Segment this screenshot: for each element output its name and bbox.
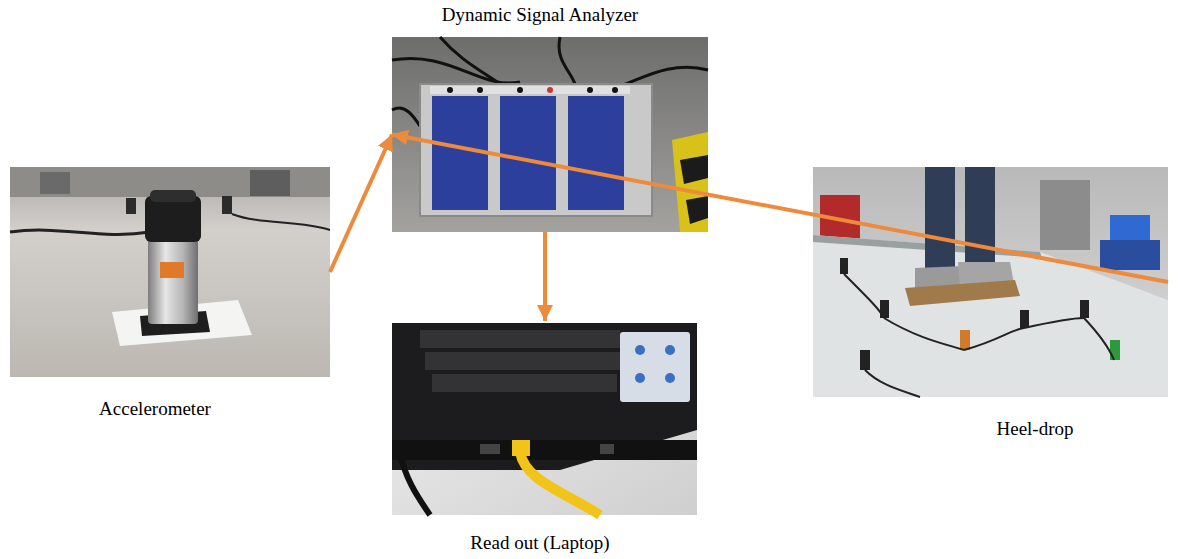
photo-ground: [813, 167, 1168, 397]
analyzer-frame: [420, 84, 652, 216]
flow-arrow: [543, 232, 547, 321]
power-cable: [400, 452, 430, 515]
sensor-cable: [10, 230, 150, 234]
leg: [925, 167, 955, 272]
sticker-icon: [665, 345, 675, 355]
sticker: [620, 332, 690, 402]
port: [480, 444, 500, 454]
connector-top: [150, 190, 196, 202]
connector: [612, 87, 618, 93]
sensor-label: [160, 262, 184, 278]
laptop-photo: [392, 323, 697, 515]
accelerometer-node: Accelerometer: [10, 167, 330, 377]
cable: [865, 370, 920, 397]
photo-ground: [392, 37, 708, 232]
connector: [447, 87, 453, 93]
laptop-body: [392, 323, 697, 470]
laptop-node: Read out (Laptop): [392, 323, 697, 515]
analyzer-node: Dynamic Signal Analyzer: [392, 37, 708, 232]
heel-drop-photo: [813, 167, 1168, 397]
connector: [477, 87, 483, 93]
photo-caption: Read out (Laptop): [470, 532, 609, 554]
sensor: [840, 258, 848, 274]
sensor: [1110, 340, 1120, 360]
laptop-side: [392, 440, 697, 460]
sensor: [960, 330, 970, 350]
sensor-body: [148, 238, 198, 324]
key-row: [432, 374, 617, 392]
background-sensor: [222, 196, 232, 214]
cart: [1100, 240, 1160, 270]
analyzer-photo: [392, 37, 708, 232]
ethernet-cable: [520, 452, 600, 515]
floor-stripe: [680, 155, 708, 184]
sensor: [860, 350, 870, 370]
cable: [392, 58, 520, 83]
ethernet-plug: [512, 440, 530, 456]
photo-ground: [392, 323, 697, 515]
cable: [1024, 318, 1084, 328]
photo-caption: Dynamic Signal Analyzer: [442, 4, 638, 26]
background-sensor: [126, 198, 136, 214]
sensors: [840, 258, 1120, 370]
flow-arrow: [392, 135, 1168, 283]
photo-caption: Heel-drop: [996, 418, 1073, 440]
sticker-icon: [635, 373, 645, 383]
heel-drop-node: Heel-drop: [813, 167, 1168, 397]
lab-equipment: [250, 170, 290, 196]
lab-equipment: [40, 172, 70, 194]
accelerometer-photo: [10, 167, 330, 377]
floor-stripe: [686, 196, 708, 224]
sensor-cap: [145, 196, 201, 242]
key-row: [425, 352, 620, 370]
connector: [517, 87, 523, 93]
cable: [844, 274, 884, 318]
sensor-cable: [232, 214, 330, 230]
connector-row: [430, 86, 630, 94]
keyboard: [420, 330, 620, 392]
connector: [587, 87, 593, 93]
analyzer-module: [500, 96, 556, 210]
wood-block: [905, 280, 1020, 306]
lab-rack: [1040, 180, 1090, 250]
cable: [559, 37, 575, 84]
sticker-icon: [665, 373, 675, 383]
photo-ground: [10, 167, 330, 377]
cable: [884, 318, 964, 350]
cable: [440, 37, 500, 84]
analyzer-module: [568, 96, 624, 210]
leg: [965, 167, 995, 267]
sensor: [1080, 300, 1089, 318]
connector: [547, 87, 553, 93]
cable: [964, 328, 1024, 350]
sensor: [1020, 310, 1029, 328]
sticker-icon: [635, 345, 645, 355]
floor-stripe: [672, 132, 708, 232]
key-row: [420, 330, 620, 348]
port: [600, 444, 614, 454]
cable: [1084, 318, 1114, 360]
laptop-screen: [1110, 215, 1150, 243]
flow-arrow: [330, 135, 392, 273]
photo-caption: Accelerometer: [99, 398, 211, 420]
